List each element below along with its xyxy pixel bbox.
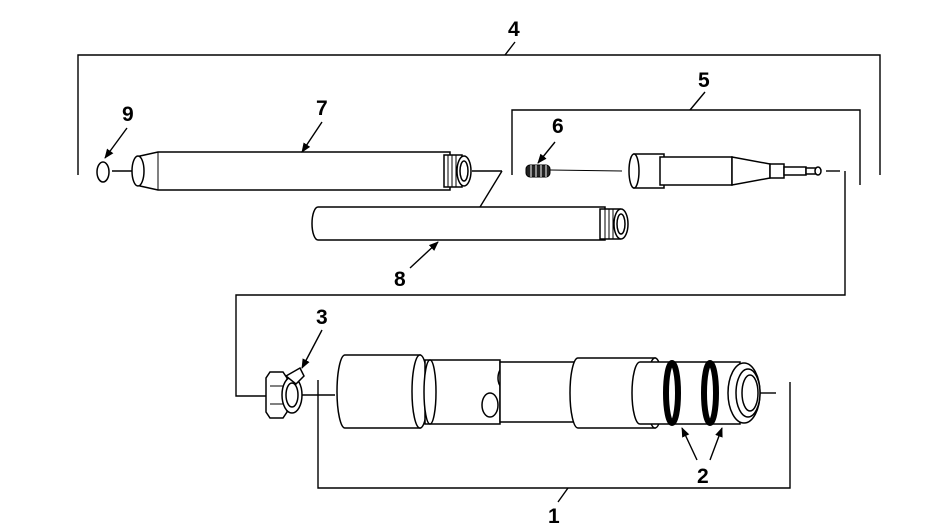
callout-5: 5 [698, 69, 710, 92]
rings-part-2-leaders [681, 427, 723, 461]
spring-part-6 [525, 141, 623, 178]
callout-1: 1 [548, 505, 560, 528]
callout-2: 2 [697, 465, 709, 488]
callout-6: 6 [552, 115, 564, 138]
callout-9: 9 [122, 103, 134, 126]
callout-4: 4 [508, 18, 520, 41]
nozzle-part-5 [628, 153, 840, 189]
tube-part-7 [131, 121, 472, 191]
leader-lines-7-8 [472, 170, 503, 208]
callout-8: 8 [394, 268, 406, 291]
callout-7: 7 [316, 97, 328, 120]
o-ring-part-9 [96, 127, 132, 183]
gun-body-part-1 [317, 354, 791, 503]
tube-part-8 [311, 206, 629, 269]
clip-nut-part-3 [265, 329, 335, 419]
bracket-5 [511, 91, 861, 185]
bracket-4 [77, 41, 881, 175]
connector-line-5-3 [235, 171, 846, 397]
callout-3: 3 [316, 306, 328, 329]
